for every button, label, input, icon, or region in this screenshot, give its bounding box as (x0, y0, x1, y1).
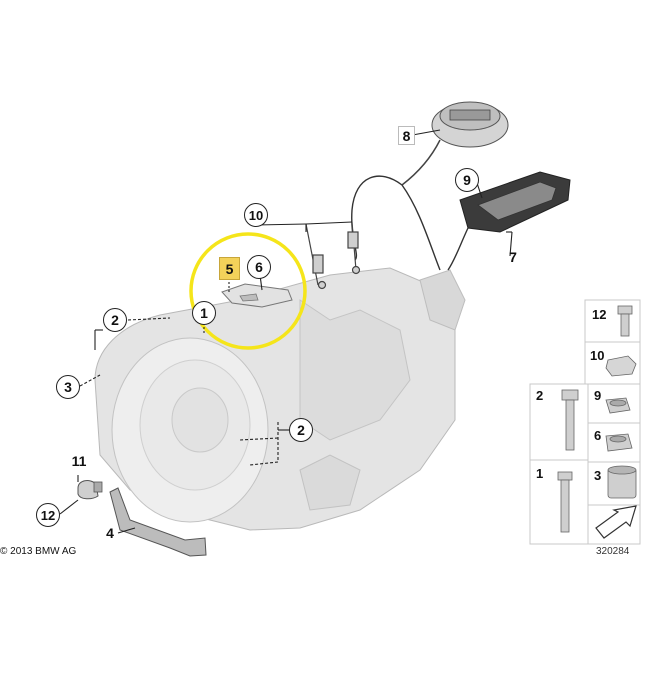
panel-label-2: 2 (536, 388, 544, 403)
panel-label-9: 9 (594, 388, 602, 403)
callout-2-right: 2 (289, 418, 313, 442)
callout-8: 8 (398, 126, 415, 145)
copyright-text: © 2013 BMW AG (0, 546, 77, 557)
callout-7: 7 (509, 249, 517, 265)
callout-6: 6 (247, 255, 271, 279)
part-nut-6 (605, 433, 633, 452)
callout-4: 4 (106, 525, 114, 541)
callout-5: 5 (219, 257, 240, 280)
part-clip-10 (605, 355, 637, 377)
cover-housing (447, 171, 571, 271)
panel-label-12: 12 (592, 307, 607, 322)
part-bolt-12 (617, 305, 633, 337)
part-bolt-2 (561, 389, 579, 451)
highlight-circle (189, 232, 307, 350)
callout-1: 1 (192, 301, 216, 325)
part-sleeve-3 (607, 465, 637, 499)
panel-label-3: 3 (594, 468, 602, 483)
callout-11: 11 (71, 453, 87, 469)
panel-label-10: 10 (590, 348, 605, 363)
part-nut-9 (605, 397, 631, 414)
bracket-part (221, 283, 293, 308)
part-bolt-1 (557, 471, 573, 533)
mounting-bracket (109, 487, 207, 557)
callout-10: 10 (244, 203, 268, 227)
callout-9: 9 (455, 168, 479, 192)
panel-label-6: 6 (594, 428, 602, 443)
linkage-rod (305, 221, 361, 290)
callout-3: 3 (56, 375, 80, 399)
sensor-part (77, 480, 103, 500)
callout-2-top: 2 (103, 308, 127, 332)
parts-panel-grid (529, 299, 641, 545)
shift-cable (351, 175, 441, 271)
image-id: 320284 (596, 546, 630, 557)
transmission-housing (94, 267, 466, 531)
panel-label-1: 1 (536, 466, 544, 481)
callout-12: 12 (36, 503, 60, 527)
arrow-icon (595, 505, 637, 539)
selector-lever-unit (401, 101, 509, 186)
